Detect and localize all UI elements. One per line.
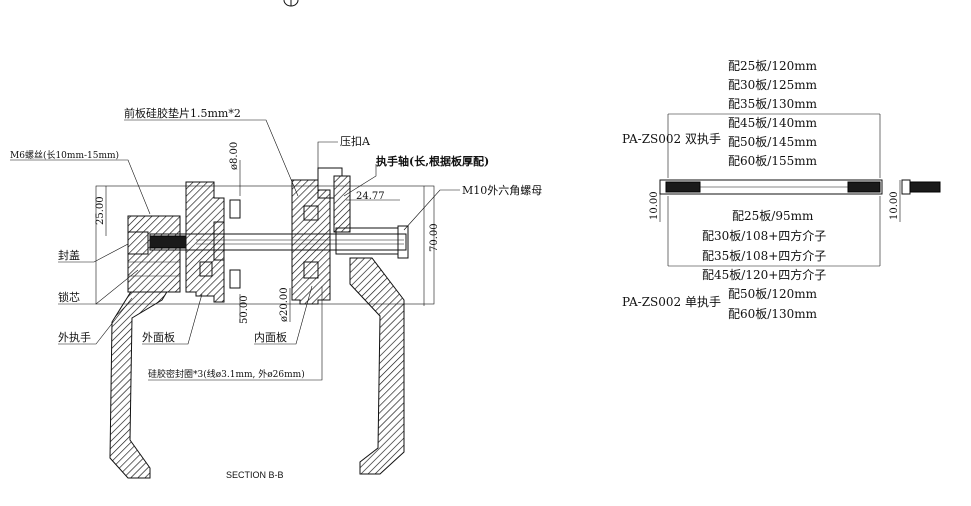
spec-item: 配50板/145mm	[728, 135, 818, 149]
outer-hub	[127, 215, 181, 293]
spec-item: 配45板/140mm	[728, 116, 818, 130]
label-cap: 封盖	[58, 248, 80, 262]
double-handle-spec-list: 配25板/120mm 配30板/125mm 配35板/130mm 配45板/14…	[728, 59, 818, 168]
spec-item: 配35板/130mm	[728, 97, 818, 111]
dim-25: 25.00	[95, 196, 106, 225]
dim-70: 70.00	[429, 223, 440, 252]
section-view	[95, 160, 435, 479]
dim-20: ø20.00	[279, 287, 290, 322]
spindle-view	[659, 113, 941, 267]
spec-item: 配25板/95mm	[732, 209, 814, 223]
dim-8: ø8.00	[229, 142, 240, 170]
dim-10-right: 10.00	[889, 191, 900, 220]
label-lock-core: 锁芯	[58, 290, 80, 304]
spec-item: 配45板/120+四方介子	[702, 267, 826, 282]
single-handle-spec-list: 配25板/95mm 配30板/108+四方介子 配35板/108+四方介子 配4…	[702, 209, 826, 321]
dim-10-left: 10.00	[649, 191, 660, 220]
leader-lines	[10, 119, 460, 381]
spec-item: 配30板/108+四方介子	[702, 228, 826, 243]
label-outer-handle: 外执手	[58, 330, 91, 344]
inner-panel-shape	[291, 179, 331, 305]
spec-item: 配25板/120mm	[728, 59, 818, 73]
spec-item: 配60板/155mm	[728, 154, 818, 168]
label-nut: M10外六角螺母	[462, 184, 542, 197]
outer-handle-body	[109, 289, 169, 479]
spec-item: 配50板/120mm	[728, 287, 818, 301]
handle-spindle	[149, 233, 407, 251]
cap-plate	[127, 231, 149, 255]
section-caption: SECTION B-B	[226, 470, 284, 480]
label-handle-shaft: 执手轴(长,根据板厚配)	[376, 154, 489, 168]
label-clip: 压扣A	[340, 134, 371, 148]
outer-panel-shape	[185, 181, 225, 303]
label-outer-panel: 外面板	[142, 330, 175, 344]
dim-50: 50.00	[239, 295, 250, 324]
single-handle-model: PA-ZS002 单执手	[622, 295, 721, 309]
spec-item: 配35板/108+四方介子	[702, 248, 826, 263]
label-screw: M6螺丝(长10mm-15mm)	[10, 149, 119, 161]
spec-item: 配60板/130mm	[728, 307, 818, 321]
section-marker-icon	[283, 0, 299, 7]
spec-item: 配30板/125mm	[728, 78, 818, 92]
label-front-pad: 前板硅胶垫片1.5mm*2	[124, 106, 241, 120]
double-handle-model: PA-ZS002 双执手	[622, 132, 721, 146]
label-seal-ring: 硅胶密封圈*3(线ø3.1mm, 外ø26mm)	[148, 368, 305, 380]
inner-handle-body	[349, 257, 405, 475]
dim-24-77: 24.77	[356, 191, 385, 202]
label-inner-panel: 内面板	[254, 330, 287, 344]
